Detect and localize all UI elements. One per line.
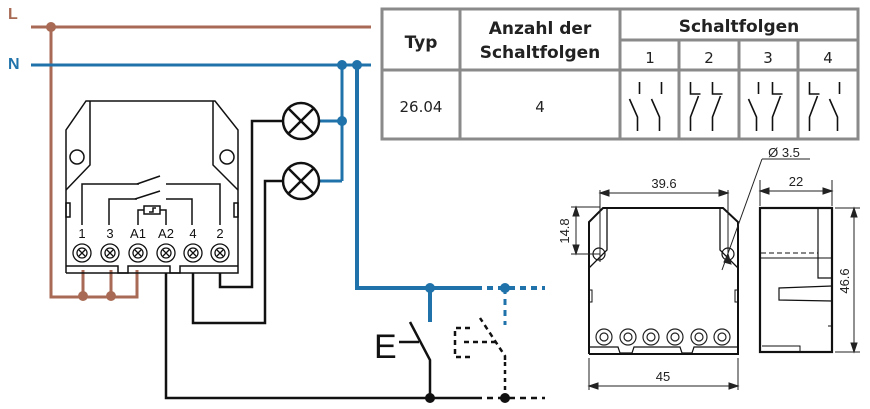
- side-view-outline: [758, 206, 834, 354]
- sequence-number-1: 1: [645, 49, 655, 67]
- terminal-screw-icon: [183, 243, 203, 263]
- nc-contact-icon: [771, 82, 783, 131]
- terminal-screw-icon: [210, 243, 230, 263]
- front-view-terminals: [595, 328, 731, 346]
- nc-contact-icon: [711, 82, 723, 131]
- terminal-label-3: 3: [106, 226, 113, 241]
- terminal-screw-icon: [72, 243, 92, 263]
- live-conductor: [31, 25, 371, 299]
- header-schaltfolgen: Schaltfolgen: [679, 17, 800, 37]
- neutral-junction: [500, 283, 510, 293]
- sequence-number-2: 2: [704, 49, 714, 67]
- neutral-label: N: [8, 56, 20, 73]
- terminal-label-4: 4: [189, 226, 196, 241]
- dim-height: 46.6: [837, 268, 852, 293]
- live-junction: [106, 291, 116, 301]
- neutral-junction: [425, 283, 435, 293]
- lamp-icon: [281, 161, 321, 201]
- load-wiring: [164, 119, 545, 400]
- switching-sequence-table: Typ Anzahl der Schaltfolgen Schaltfolgen…: [380, 7, 860, 141]
- optional-pushbutton-icon: [453, 317, 507, 360]
- neutral-junction: [352, 60, 362, 70]
- nc-contact-icon: [808, 82, 820, 131]
- terminal-screw-icon: [128, 243, 148, 263]
- no-contact-icon: [628, 82, 641, 131]
- relay-block: [65, 100, 239, 274]
- terminal-screw-icon: [156, 243, 176, 263]
- sequence-number-3: 3: [763, 49, 773, 67]
- sequence-number-4: 4: [823, 49, 833, 67]
- row-typ: 26.04: [400, 98, 443, 116]
- dim-width-holes: 39.6: [651, 176, 676, 191]
- terminal-label-1: 1: [78, 226, 85, 241]
- relay-terminal-labels: 1 3 A1 A2 4 2: [78, 226, 223, 241]
- relay-terminals: [72, 243, 230, 263]
- dim-width: 45: [656, 369, 670, 384]
- header-anzahl-line2: Schaltfolgen: [480, 43, 601, 63]
- neutral-junction: [337, 116, 347, 126]
- no-contact-icon: [650, 82, 663, 131]
- neutral-junction: [337, 60, 347, 70]
- dim-hole-diameter: Ø 3.5: [768, 145, 800, 160]
- dim-depth: 22: [789, 174, 803, 189]
- pushbutton-label: E: [374, 328, 397, 366]
- dim-hole-offset: 14.8: [557, 218, 572, 243]
- wire-junction: [500, 393, 510, 403]
- pushbutton-icon: [399, 321, 432, 398]
- terminal-label-2: 2: [216, 226, 223, 241]
- nc-contact-icon: [689, 82, 701, 131]
- live-junction: [46, 22, 56, 32]
- live-junction: [78, 291, 88, 301]
- terminal-screw-icon: [100, 243, 120, 263]
- row-anzahl: 4: [535, 98, 545, 116]
- terminal-label-a1: A1: [130, 226, 146, 241]
- dimension-lines: [571, 158, 860, 390]
- header-anzahl-line1: Anzahl der: [489, 19, 592, 39]
- header-typ: Typ: [405, 33, 438, 53]
- no-contact-icon: [828, 82, 841, 131]
- no-contact-icon: [747, 82, 760, 131]
- live-label: L: [8, 6, 18, 23]
- terminal-label-a2: A2: [158, 226, 174, 241]
- lamp-icon: [281, 101, 321, 141]
